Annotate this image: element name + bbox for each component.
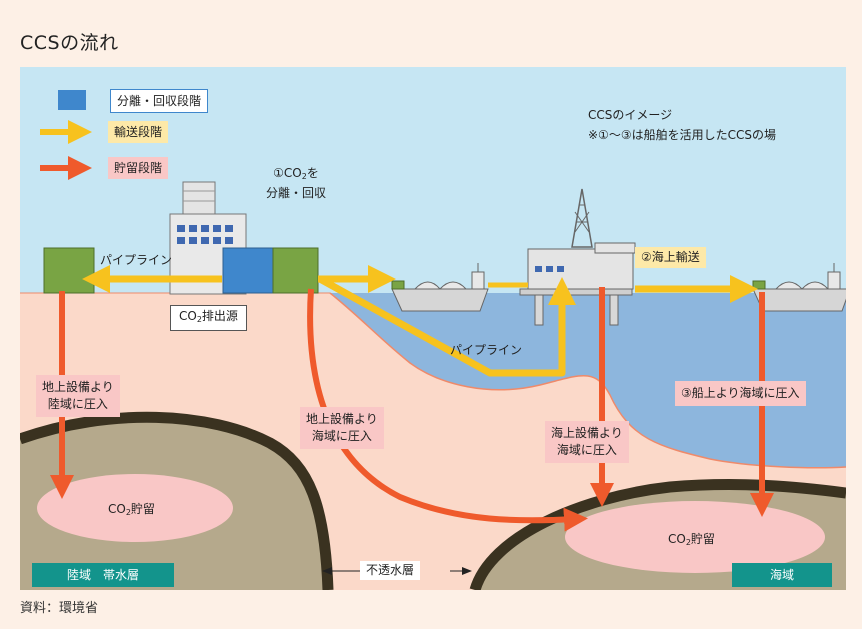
pipeline-label-land: パイプライン <box>100 253 173 267</box>
impermeable-layer-label: 不透水層 <box>360 561 421 580</box>
emission-source-label: CO2排出源 <box>170 305 247 331</box>
land-injection-label: 地上設備より 陸域に圧入 <box>36 375 120 417</box>
land-to-sea-injection-arrow <box>307 288 588 532</box>
offshore-injection-label: 海上設備より 海域に圧入 <box>545 421 629 463</box>
offshore-platform <box>519 188 636 326</box>
land-injection-facility <box>43 247 95 294</box>
subsea-pipeline-arrow <box>318 275 576 377</box>
storage-zone-sea <box>565 501 825 573</box>
ccs-scene: 分離・回収段階 輸送段階 貯留段階 CCSのイメージ ※①〜③は船舶を活用したC… <box>20 67 846 590</box>
land-to-sea-injection-label: 地上設備より 海域に圧入 <box>300 407 384 449</box>
source-credit: 資料：環境省 <box>20 601 99 616</box>
legend-separation-label: 分離・回収段階 <box>110 89 209 113</box>
ship-injection-label: ③船上より海域に圧入 <box>675 381 806 406</box>
sea-transport-label: ②海上輸送 <box>635 247 706 268</box>
legend-transport-label: 輸送段階 <box>108 121 169 143</box>
sea <box>330 293 846 468</box>
storage-label-sea: CO2貯留 <box>668 532 715 547</box>
ship-left <box>391 263 489 312</box>
land-caprock <box>20 411 334 590</box>
legend-separation-swatch <box>58 90 86 110</box>
pipeline-label-sea: パイプライン <box>450 343 523 357</box>
legend-storage-label: 貯留段階 <box>108 157 169 179</box>
image-note: CCSのイメージ ※①〜③は船舶を活用したCCSの場 <box>588 108 776 142</box>
scene-graphics <box>20 90 846 590</box>
capture-label: ①CO2を 分離・回収 <box>266 166 327 200</box>
sea-caprock <box>469 479 846 590</box>
figure-title: CCSの流れ <box>20 32 119 54</box>
storage-zone-land <box>37 474 233 542</box>
ship-right <box>752 263 846 312</box>
storage-label-land: CO2貯留 <box>108 502 155 517</box>
sea-aquifer-label: 海域 <box>732 563 832 587</box>
land-aquifer-label: 陸域 帯水層 <box>32 563 174 587</box>
